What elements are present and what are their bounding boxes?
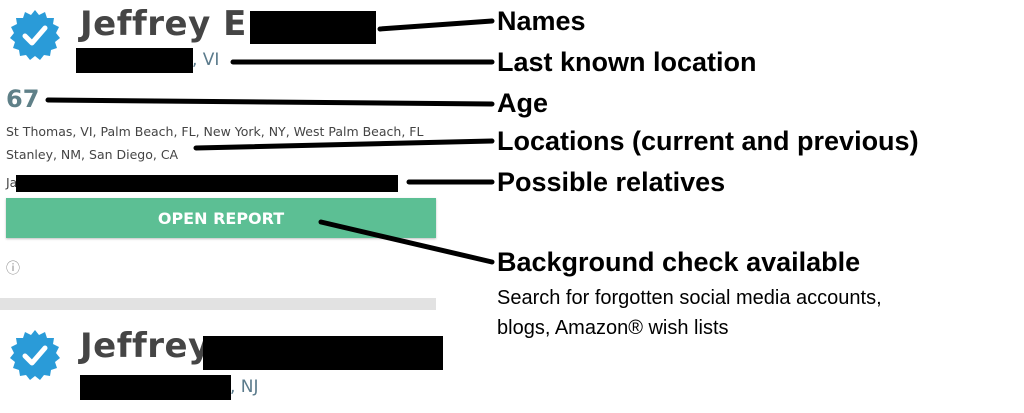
last-known-location: , NJ — [230, 377, 259, 397]
redacted-city — [76, 48, 193, 73]
pointer-background — [318, 219, 495, 265]
annotation-background-sub-1: Search for forgotten social media accoun… — [497, 287, 882, 309]
redacted-relatives — [16, 175, 398, 192]
annotation-locations: Locations (current and previous) — [497, 126, 919, 156]
result-divider — [0, 298, 436, 310]
verified-badge-icon — [10, 10, 60, 60]
locations-line-2: Stanley, NM, San Diego, CA — [6, 147, 179, 162]
annotation-age: Age — [497, 88, 549, 118]
redacted-surname — [250, 11, 376, 44]
annotation-relatives: Possible relatives — [497, 167, 726, 197]
age-value: 67 — [6, 85, 40, 113]
annotation-names: Names — [497, 6, 586, 36]
redacted-city — [80, 375, 231, 400]
annotation-last-location: Last known location — [497, 47, 757, 77]
verified-badge-icon — [10, 330, 60, 380]
annotation-background-sub-2: blogs, Amazon® wish lists — [497, 317, 729, 339]
pointer-locations — [193, 138, 495, 151]
pointer-age — [45, 97, 495, 107]
pointer-names — [377, 18, 495, 32]
annotation-background: Background check available — [497, 247, 861, 277]
last-known-location: , VI — [192, 50, 220, 70]
info-icon[interactable]: ⓘ — [6, 260, 20, 276]
result-name[interactable]: Jeffrey E. — [80, 4, 261, 44]
redacted-surname — [203, 336, 443, 370]
result-name[interactable]: Jeffrey — [80, 326, 211, 366]
locations-line-1: St Thomas, VI, Palm Beach, FL, New York,… — [6, 124, 424, 139]
relatives-prefix: Ja — [6, 175, 18, 190]
